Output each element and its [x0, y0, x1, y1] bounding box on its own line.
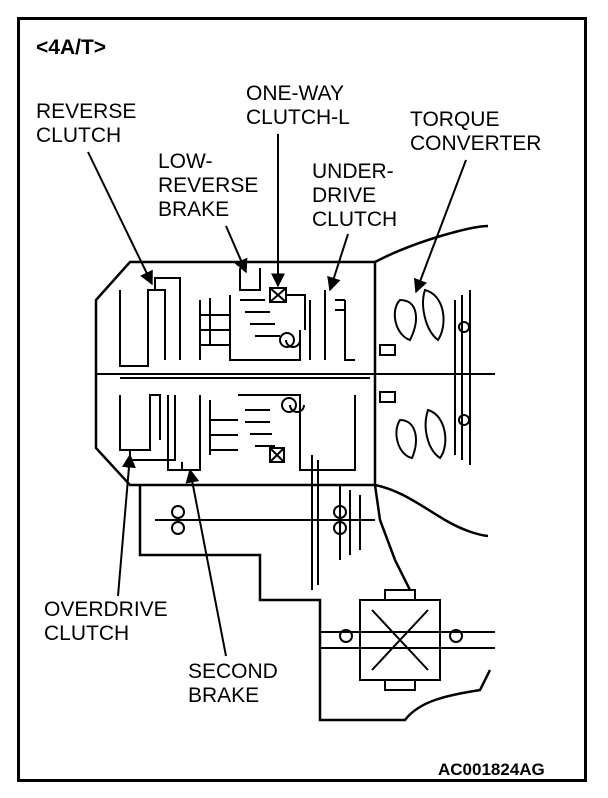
label-underdrive-clutch-line3: CLUTCH	[312, 208, 398, 231]
diagram-frame	[17, 17, 587, 782]
label-one-way-clutch-line2: CLUTCH-L	[246, 106, 350, 129]
drive-axle	[320, 631, 495, 649]
converter-impeller-upper	[393, 298, 417, 342]
label-low-reverse-brake-line3: BRAKE	[158, 198, 230, 221]
differential-case	[359, 599, 441, 681]
reverse-clutch-drum	[119, 289, 166, 367]
converter-housing-upper	[374, 224, 489, 264]
one-way-clutch-lower	[269, 447, 285, 463]
figure-code: AC001824AG	[438, 760, 545, 779]
transfer-housing	[373, 484, 412, 591]
leader-underdrive-clutch	[327, 233, 349, 292]
label-reverse-clutch-line2: CLUTCH	[36, 124, 122, 147]
second-brake-pack	[167, 395, 201, 471]
converter-cover	[454, 290, 471, 465]
label-low-reverse-brake-line2: REVERSE	[158, 174, 259, 197]
leader-reverse-clutch	[87, 151, 153, 286]
label-underdrive-clutch-line2: DRIVE	[312, 184, 377, 207]
overdrive-clutch-drum	[119, 394, 161, 451]
label-torque-converter-line1: TORQUE	[410, 108, 500, 131]
label-one-way-clutch-line1: ONE-WAY	[246, 82, 344, 105]
label-underdrive-clutch-line1: UNDER-	[312, 160, 394, 183]
leader-low-reverse-brake	[225, 225, 248, 274]
differential-housing	[138, 485, 492, 722]
converter-housing-lower	[374, 483, 489, 538]
leader-second-brake	[185, 468, 227, 657]
converter-impeller-lower	[395, 418, 417, 460]
label-low-reverse-brake-line1: LOW-	[158, 150, 213, 173]
label-torque-converter-line2: CONVERTER	[410, 132, 542, 155]
label-reverse-clutch-line1: REVERSE	[36, 100, 137, 123]
low-reverse-brake-pack	[199, 298, 230, 360]
label-overdrive-clutch-line2: CLUTCH	[44, 622, 130, 645]
diagram-title: <4A/T>	[36, 36, 107, 59]
leader-torque-converter	[413, 159, 467, 294]
idler-gear	[339, 485, 361, 560]
one-way-clutch-l-body	[269, 287, 287, 303]
leader-overdrive-clutch	[117, 453, 136, 597]
label-second-brake-line1: SECOND	[188, 660, 278, 683]
label-second-brake-line2: BRAKE	[188, 684, 260, 707]
underdrive-clutch-pack	[324, 290, 355, 361]
label-overdrive-clutch-line1: OVERDRIVE	[44, 598, 168, 621]
